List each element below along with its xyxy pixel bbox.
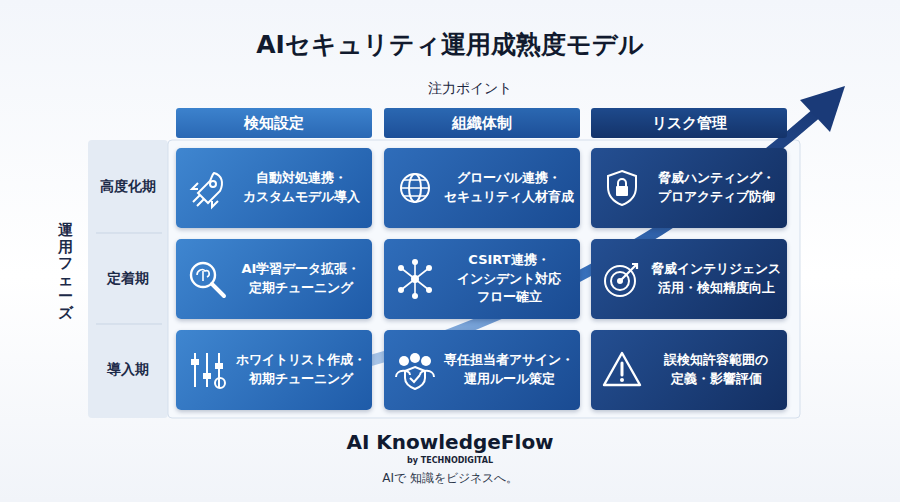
cell-text: 誤検知許容範囲の 定義・影響評価 bbox=[651, 351, 781, 389]
phase-label: 高度化期 bbox=[90, 178, 166, 196]
phase-cell: グローバル連携・ セキュリティ人材育成 bbox=[384, 148, 580, 228]
column-header: 組織体制 bbox=[384, 108, 580, 138]
cell-text: AI学習データ拡張・ 定期チューニング bbox=[236, 260, 366, 298]
cell-icon bbox=[392, 347, 438, 393]
cell-text: 自動対処連携・ カスタムモデル導入 bbox=[236, 169, 366, 207]
axis-heading: 注力ポイント bbox=[380, 80, 560, 98]
phase-cell: 誤検知許容範囲の 定義・影響評価 bbox=[591, 330, 787, 410]
arrow-head bbox=[800, 86, 845, 132]
cell-text: 脅威インテリジェンス 活用・検知精度向上 bbox=[651, 260, 781, 298]
phase-band bbox=[88, 140, 168, 418]
phase-cell: CSIRT連携・ インシデント対応 フロー確立 bbox=[384, 239, 580, 319]
cell-icon bbox=[392, 256, 438, 302]
cell-text: ホワイトリスト作成・ 初期チューニング bbox=[236, 351, 366, 389]
brand-tagline: AIで 知識をビジネスへ。 bbox=[300, 470, 600, 487]
cell-text: グローバル連携・ セキュリティ人材育成 bbox=[444, 169, 574, 207]
brand-name: AI KnowledgeFlow bbox=[300, 430, 600, 454]
cell-text: CSIRT連携・ インシデント対応 フロー確立 bbox=[444, 251, 574, 308]
diagram-title: AIセキュリティ運用成熟度モデル bbox=[0, 28, 900, 61]
cell-icon bbox=[184, 347, 230, 393]
column-header: リスク管理 bbox=[591, 108, 787, 138]
phase-cell: 自動対処連携・ カスタムモデル導入 bbox=[176, 148, 372, 228]
cell-icon bbox=[599, 165, 645, 211]
column-header: 検知設定 bbox=[176, 108, 372, 138]
cell-text: 脅威ハンティング・ プロアクティブ防御 bbox=[651, 169, 781, 207]
brand-byline: by TECHNODIGITAL bbox=[350, 456, 550, 465]
cell-text: 専任担当者アサイン・ 運用ルール策定 bbox=[444, 351, 574, 389]
header-text: 検知設定 bbox=[244, 114, 304, 133]
cell-icon bbox=[599, 347, 645, 393]
cell-icon bbox=[184, 165, 230, 211]
header-text: 組織体制 bbox=[452, 114, 512, 133]
axis-heading: 運用フェーズ bbox=[58, 222, 73, 321]
cell-icon bbox=[599, 256, 645, 302]
row-divider bbox=[96, 324, 162, 325]
phase-cell: ホワイトリスト作成・ 初期チューニング bbox=[176, 330, 372, 410]
phase-cell: 専任担当者アサイン・ 運用ルール策定 bbox=[384, 330, 580, 410]
row-divider bbox=[96, 233, 162, 234]
phase-cell: 脅威ハンティング・ プロアクティブ防御 bbox=[591, 148, 787, 228]
cell-icon bbox=[392, 165, 438, 211]
phase-label: 導入期 bbox=[90, 361, 166, 379]
phase-label: 定着期 bbox=[90, 270, 166, 288]
header-text: リスク管理 bbox=[652, 114, 727, 133]
cell-icon bbox=[184, 256, 230, 302]
grid-panel bbox=[168, 140, 800, 418]
phase-cell: 脅威インテリジェンス 活用・検知精度向上 bbox=[591, 239, 787, 319]
phase-cell: AI学習データ拡張・ 定期チューニング bbox=[176, 239, 372, 319]
